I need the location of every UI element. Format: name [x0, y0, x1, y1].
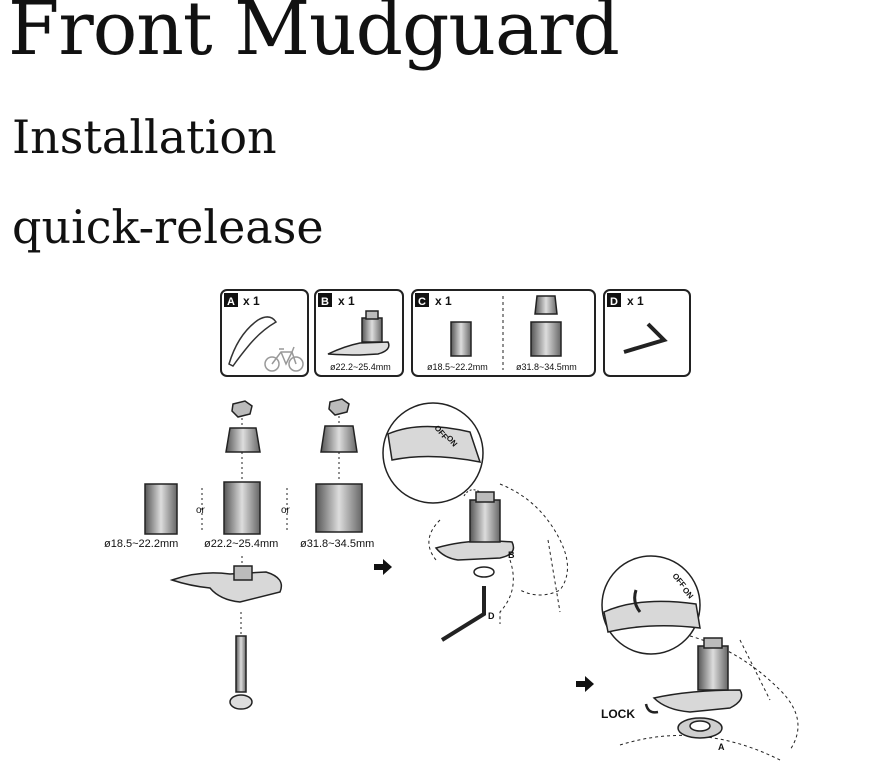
hex-key-icon — [623, 322, 668, 354]
step3-part-a-label: A — [718, 742, 725, 752]
nut-cone-icon — [534, 295, 558, 315]
parts-panel — [220, 289, 691, 377]
shim-small-icon — [450, 321, 472, 357]
step-arrow-icon — [374, 559, 392, 575]
part-d-box — [603, 289, 691, 377]
step1-or-separator: or — [196, 505, 206, 516]
shim-large — [315, 483, 363, 533]
part-c-size-small: ø18.5~22.2mm — [427, 362, 488, 372]
quick-release-lever-icon — [327, 310, 390, 356]
hex-key — [440, 586, 486, 642]
cone-icon — [320, 425, 358, 453]
part-d-qty: x 1 — [627, 294, 644, 308]
lock-arrow-icon — [644, 703, 659, 714]
part-a-box — [220, 289, 309, 377]
step1-exploded-view — [144, 398, 363, 710]
document-subtitle: Installation — [12, 110, 277, 164]
quick-release-lever — [169, 571, 283, 603]
step1-size-small: ø18.5~22.2mm — [104, 538, 178, 550]
step-arrow-icon — [576, 676, 594, 692]
part-d-letter: D — [610, 296, 618, 308]
cone-icon — [225, 427, 261, 453]
step2-part-d-label: D — [488, 611, 495, 621]
part-c-box — [411, 289, 596, 377]
part-b-size: ø22.2~25.4mm — [330, 362, 391, 372]
bicycle-icon — [264, 346, 304, 372]
step1-size-large: ø31.8~34.5mm — [300, 538, 374, 550]
part-b-box — [314, 289, 404, 377]
variant-heading: quick-release — [12, 200, 324, 254]
nut-icon — [231, 400, 253, 418]
step1-size-medium: ø22.2~25.4mm — [204, 538, 278, 550]
rotate-arrow-icon — [633, 589, 642, 613]
step2-mount-view — [382, 402, 568, 642]
part-c-letter: C — [418, 296, 426, 308]
step2-part-b-label: B — [508, 550, 515, 560]
nut-icon — [328, 398, 350, 416]
part-a-letter: A — [227, 296, 235, 308]
mudguard-icon — [228, 316, 278, 367]
part-b-qty: x 1 — [338, 294, 355, 308]
step1-or-separator: or — [281, 505, 291, 516]
document-title: Front Mudguard — [8, 0, 620, 72]
step3-lock-view — [601, 555, 799, 761]
part-c-size-large: ø31.8~34.5mm — [516, 362, 577, 372]
part-b-letter: B — [321, 296, 329, 308]
part-c-qty: x 1 — [435, 294, 452, 308]
shim-large-icon — [530, 321, 562, 357]
shim-small — [144, 483, 178, 535]
step3-lock-label: LOCK — [601, 707, 635, 721]
bolt — [235, 635, 247, 693]
part-a-qty: x 1 — [243, 294, 260, 308]
shim-medium — [223, 481, 261, 535]
